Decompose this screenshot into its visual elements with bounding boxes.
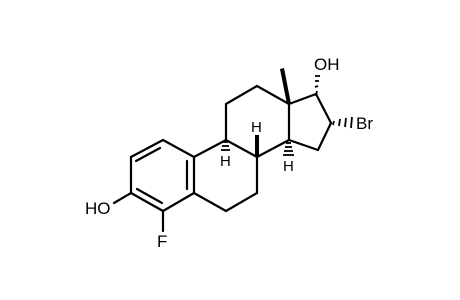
bond-c17-c16: [314, 92, 333, 125]
fluorine-label: F: [157, 232, 167, 251]
bond-c1-c2-inner: [134, 146, 162, 163]
bond-c7-c6: [224, 191, 259, 213]
hash-c16-br: [332, 116, 353, 129]
ring-d: [287, 92, 333, 152]
hydrogen-label-c9: H: [220, 153, 231, 170]
bond-c15-c14: [287, 138, 320, 152]
ring-a-aromatic: [129, 138, 196, 213]
hydroxyl-label-top: OH: [314, 55, 340, 74]
wedge-c8-h: [255, 135, 259, 157]
bond-c3-c4-inner: [135, 187, 164, 205]
bond-c11-c12: [224, 84, 259, 106]
bond-c12-c13: [255, 84, 291, 106]
bond-c3-c4: [129, 191, 165, 213]
bond-c4-c5: [161, 191, 196, 213]
bond-c14-c8: [255, 138, 291, 159]
bond-c16-c15: [316, 121, 333, 152]
hash-c14-h: [283, 142, 294, 156]
bond-c6-c5: [192, 191, 228, 213]
bond-c9-c8: [224, 138, 259, 159]
hydrogen-label-c14: H: [283, 158, 294, 175]
hydrogen-label-c8: H: [251, 119, 262, 136]
bond-c10-c1: [161, 138, 196, 159]
bond-c10-c9: [192, 138, 228, 159]
methyl-wedge: [280, 68, 291, 104]
bond-c3-oh: [112, 191, 133, 205]
bond-c1-c2: [129, 138, 165, 159]
bond-c13-c17: [287, 92, 318, 106]
ring-c: [224, 84, 291, 159]
ring-b: [192, 138, 259, 213]
hash-c17-oh: [314, 75, 320, 97]
hydroxyl-label-left: HO: [85, 199, 111, 218]
hash-c9-h: [221, 141, 230, 151]
bromine-label: Br: [356, 114, 373, 133]
